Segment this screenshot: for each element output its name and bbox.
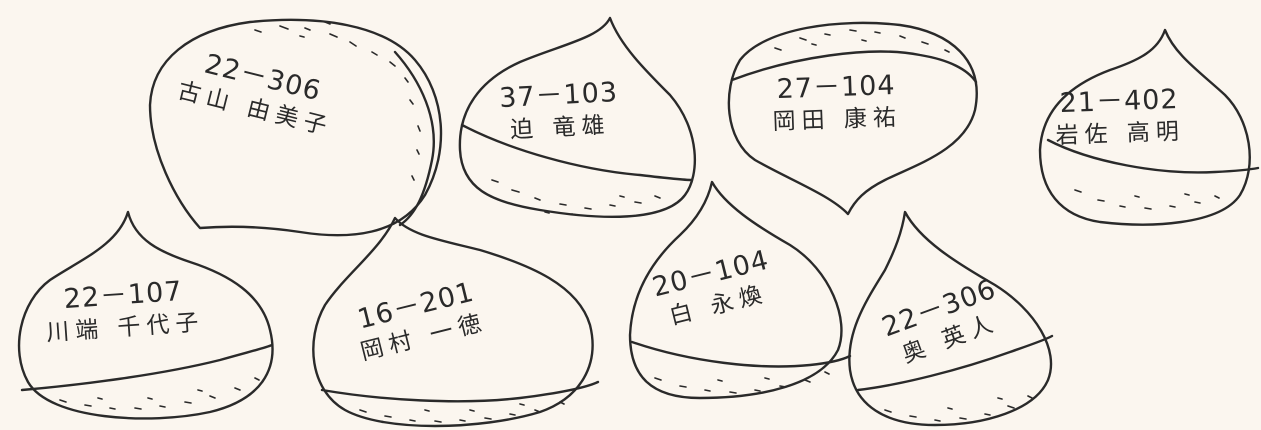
resident-name: 岡田 康祐 — [772, 104, 903, 136]
unit-number: 37－103 — [498, 76, 619, 115]
chestnut-3-drawing — [727, 21, 978, 216]
chestnut-4-drawing — [1038, 28, 1260, 226]
chestnut-2-drawing — [458, 16, 696, 218]
unit-number: 21－402 — [1059, 83, 1180, 120]
chestnut-label: 37－103 迫 竜雄 — [498, 77, 620, 145]
chestnut-8-drawing — [848, 210, 1054, 427]
chestnut-7-drawing — [628, 180, 852, 400]
chestnut-label: 22－107 川端 千代子 — [43, 275, 205, 347]
chestnut-5-drawing — [17, 210, 274, 420]
chestnut-6-drawing — [312, 216, 600, 428]
chestnut-label: 27－104 岡田 康祐 — [771, 70, 902, 136]
resident-name: 岩佐 高明 — [1055, 118, 1186, 150]
chestnut-label: 21－402 岩佐 高明 — [1054, 84, 1185, 150]
unit-number: 27－104 — [776, 69, 897, 106]
chestnut-1-drawing — [148, 18, 443, 237]
